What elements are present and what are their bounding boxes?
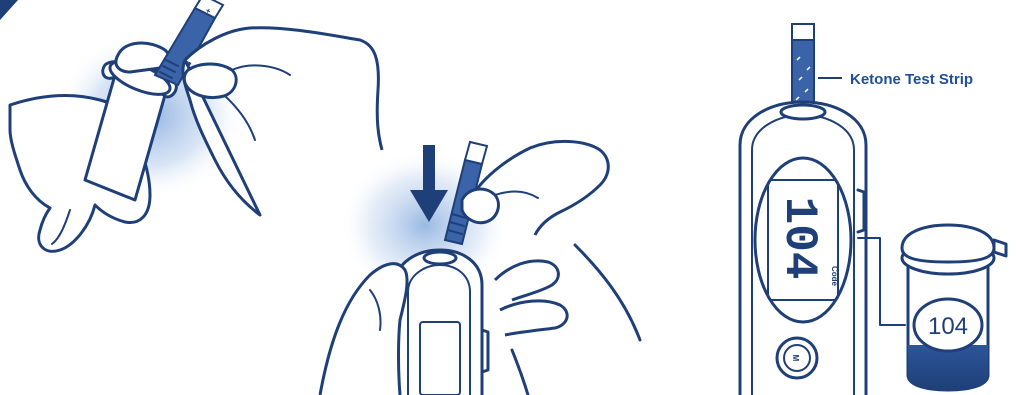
panel-meter-code: Ketone Test Strip 104 Code M [738, 23, 1008, 395]
m-button-label: M [791, 355, 800, 362]
lcd-screen [767, 179, 839, 301]
index-finger [182, 62, 238, 100]
finger-line [231, 64, 291, 76]
meter-device [393, 248, 490, 395]
display-code: 104 [773, 197, 825, 280]
side-button[interactable] [856, 188, 866, 234]
display-window [753, 156, 853, 324]
strip-label: Ketone Test Strip [850, 71, 973, 88]
panel-strip-removal: + [8, 0, 384, 253]
right-fingers [499, 299, 569, 337]
test-strip: + [153, 0, 225, 87]
insert-arrow-icon [410, 145, 448, 222]
vial-code-label [912, 297, 984, 353]
svg-text:+: + [204, 6, 213, 16]
glucose-meter [738, 100, 868, 395]
wrist-line [573, 243, 642, 342]
corner-accent [0, 0, 18, 20]
right-fingers [493, 259, 560, 302]
thumb [460, 187, 500, 225]
finger-line [494, 190, 539, 199]
upper-hand [468, 139, 610, 236]
finger-line [369, 289, 382, 331]
strip-vial: 104 [900, 223, 1008, 392]
lower-hand [318, 262, 409, 395]
display-code-caption: Code [830, 266, 839, 287]
strip-vial [83, 41, 178, 202]
m-button[interactable] [775, 336, 819, 380]
finger-line [224, 95, 256, 141]
ketone-test-strip [791, 23, 815, 109]
connector-line [857, 237, 906, 326]
panel-strip-insertion [318, 139, 642, 395]
wrist-line [510, 348, 530, 395]
vial-code: 104 [928, 313, 968, 340]
finger-line [51, 209, 71, 245]
